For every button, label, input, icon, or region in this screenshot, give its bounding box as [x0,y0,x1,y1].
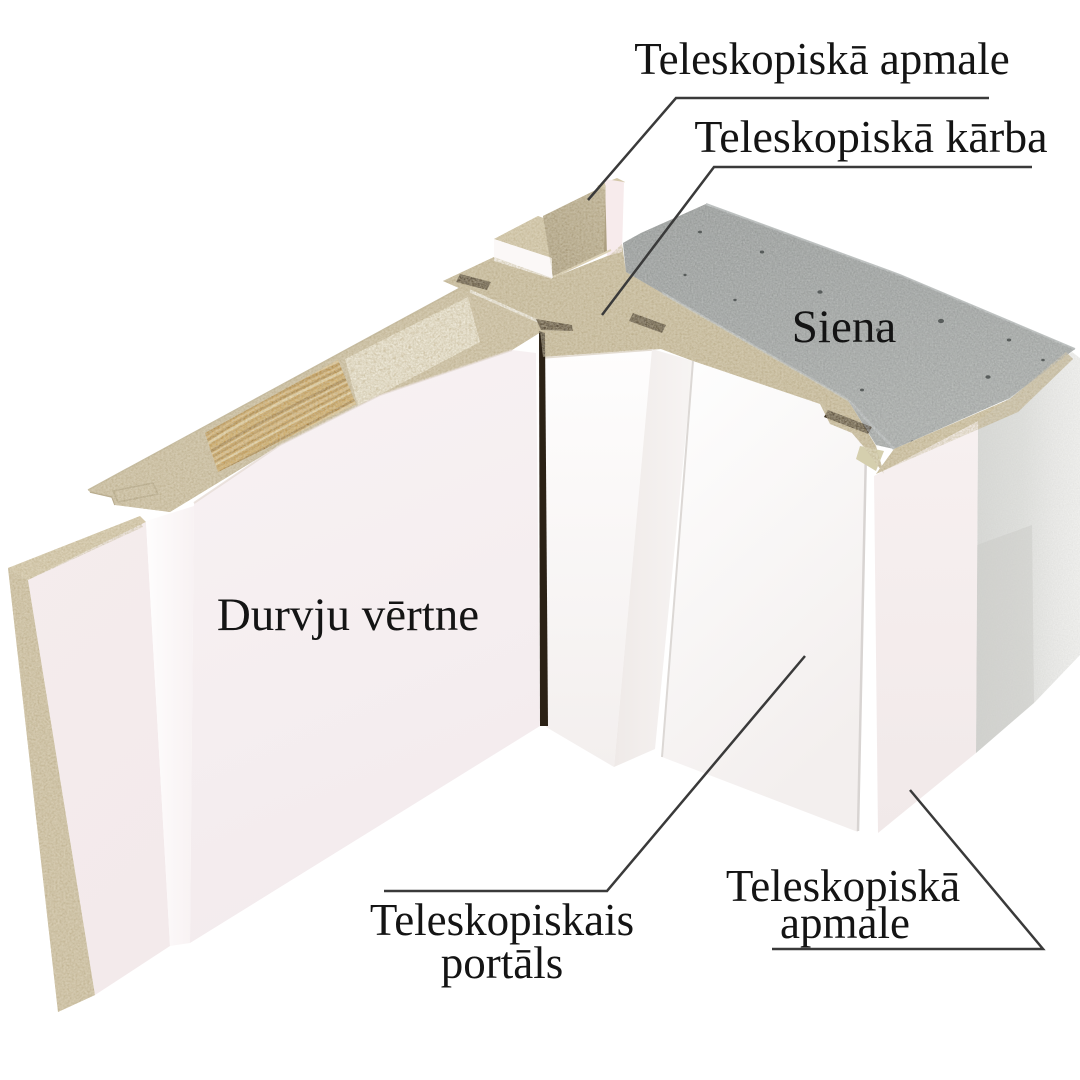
svg-text:Teleskopiskā apmale: Teleskopiskā apmale [634,34,1009,84]
svg-text:portāls: portāls [441,938,563,988]
svg-text:Teleskopiskā: Teleskopiskā [726,861,960,911]
svg-text:apmale: apmale [780,898,910,948]
svg-text:Siena: Siena [792,301,897,353]
svg-text:Durvju vērtne: Durvju vērtne [217,589,479,641]
svg-text:Teleskopiskais: Teleskopiskais [370,895,634,945]
svg-text:Teleskopiskā kārba: Teleskopiskā kārba [694,111,1047,162]
